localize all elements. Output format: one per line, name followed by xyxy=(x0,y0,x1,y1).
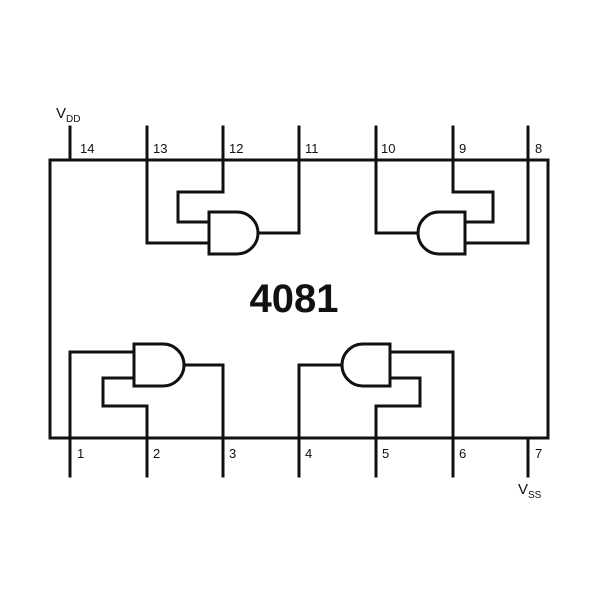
vss-main: V xyxy=(518,481,528,498)
and-gate-symbol xyxy=(132,342,186,388)
pin-label: 7 xyxy=(535,446,542,461)
wire-pin-1-to-gate xyxy=(68,350,136,440)
bottom-pin-labels: 1 2 3 4 5 6 7 xyxy=(77,446,542,461)
pin-label: 6 xyxy=(459,446,466,461)
wire-pin-12-to-gate xyxy=(176,158,225,224)
and-gate-symbol xyxy=(207,210,260,256)
bottom-pin-stubs xyxy=(68,436,530,478)
pin-label: 14 xyxy=(80,141,94,156)
pin-label: 3 xyxy=(229,446,236,461)
top-pin-stubs xyxy=(68,125,530,162)
wire-pin-13-to-gate xyxy=(145,158,211,245)
vss-subscript: SS xyxy=(528,490,542,501)
vdd-label: VDD xyxy=(56,105,80,125)
chip-part-number: 4081 xyxy=(250,277,339,321)
and-gate-symbol xyxy=(340,342,392,388)
and-gate-symbol xyxy=(416,210,467,256)
pin-label: 13 xyxy=(153,141,167,156)
pin-label: 8 xyxy=(535,141,542,156)
top-pin-labels: 14 13 12 11 10 9 8 xyxy=(80,141,542,156)
wire-gate-to-pin-11 xyxy=(255,158,301,235)
wire-pin-8-to-gate xyxy=(463,158,530,245)
and-gate-lower-left xyxy=(68,342,225,440)
vdd-main: V xyxy=(56,105,66,122)
and-gate-upper-right xyxy=(374,158,530,256)
pin-label: 11 xyxy=(305,141,319,156)
pin-label: 5 xyxy=(382,446,389,461)
pin-label: 9 xyxy=(459,141,466,156)
pin-label: 1 xyxy=(77,446,84,461)
wire-pin-2-to-gate xyxy=(101,376,149,440)
pin-label: 4 xyxy=(305,446,312,461)
pin-label: 12 xyxy=(229,141,243,156)
wire-gate-to-pin-4 xyxy=(297,363,344,440)
and-gate-upper-left xyxy=(145,158,301,256)
wire-pin-6-to-gate xyxy=(388,350,455,440)
wire-pin-5-to-gate xyxy=(374,376,422,440)
wire-pin-9-to-gate xyxy=(451,158,495,224)
vdd-subscript: DD xyxy=(66,114,80,125)
pin-label: 2 xyxy=(153,446,160,461)
wire-gate-to-pin-10 xyxy=(374,158,420,235)
and-gate-lower-right xyxy=(297,342,455,440)
wire-gate-to-pin-3 xyxy=(181,363,225,440)
pin-label: 10 xyxy=(381,141,395,156)
vss-label: VSS xyxy=(518,481,542,501)
